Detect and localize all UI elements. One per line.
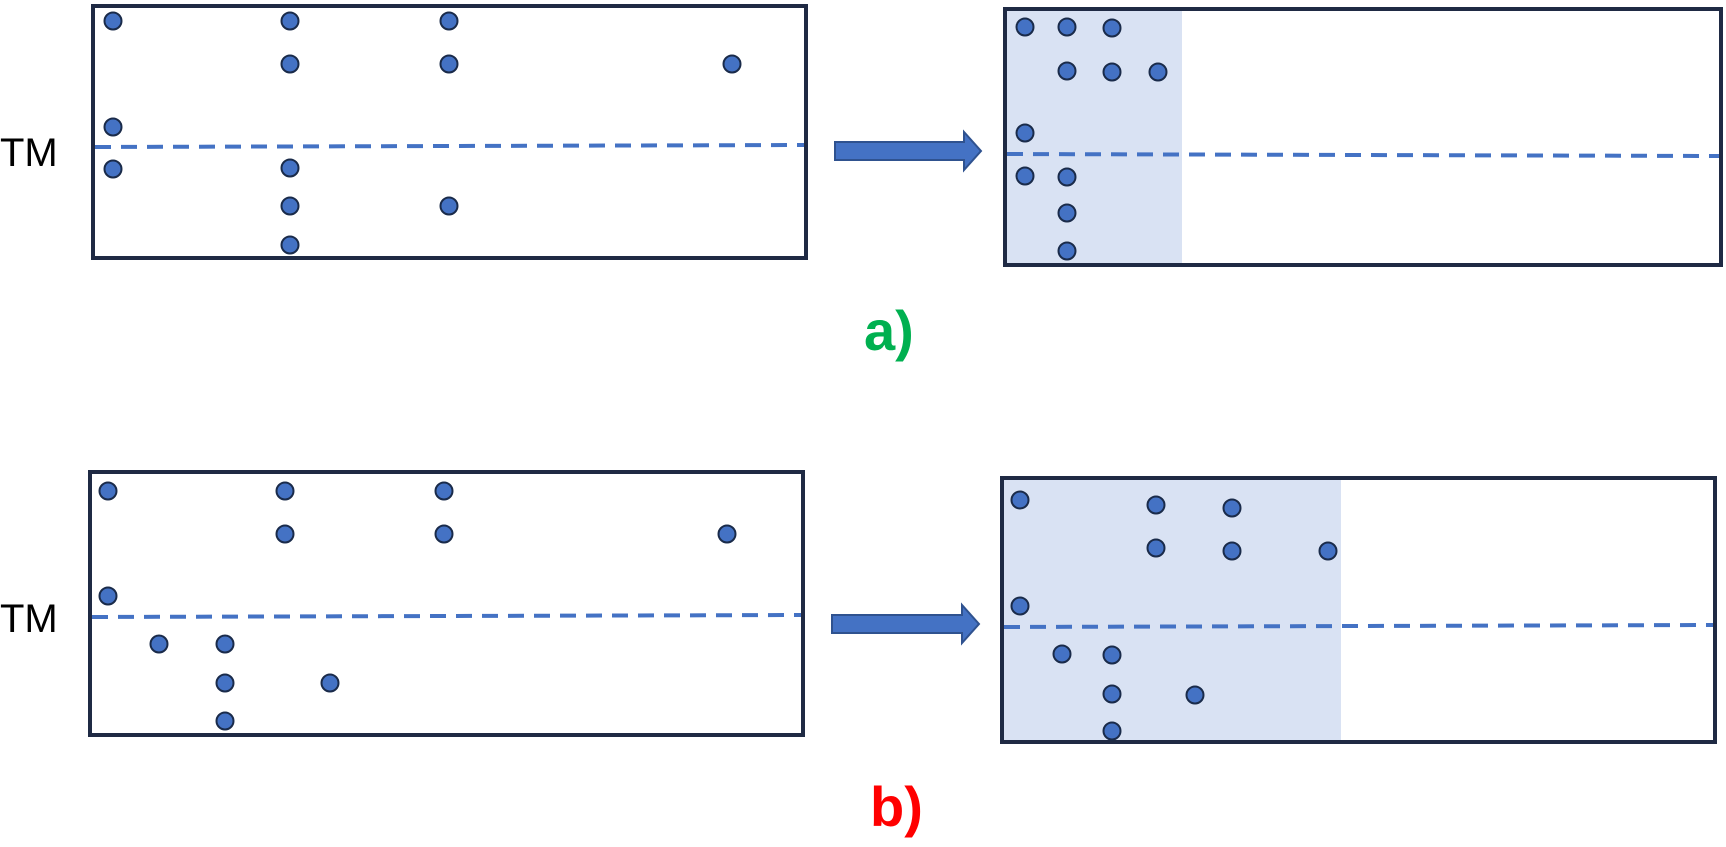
dot (98, 481, 118, 501)
dot (1222, 541, 1242, 561)
panel-b-caption: b) (870, 775, 923, 838)
dot (717, 524, 737, 544)
panel-b-before-frame (88, 470, 805, 737)
panel-b-before-dots (98, 481, 737, 731)
dot (1057, 17, 1077, 37)
panel-a-before-dots (103, 11, 742, 255)
dot (215, 634, 235, 654)
panel-a-after-frame (1003, 7, 1723, 267)
dot (1102, 684, 1122, 704)
dot (280, 235, 300, 255)
dot (1010, 490, 1030, 510)
panel-b-before-box (88, 470, 805, 737)
dot (215, 711, 235, 731)
dot (280, 196, 300, 216)
dot (1148, 62, 1168, 82)
dot (103, 11, 123, 31)
panel-a-after-box (1003, 7, 1723, 267)
dot (439, 11, 459, 31)
dot (434, 481, 454, 501)
dot (1052, 644, 1072, 664)
dot (103, 117, 123, 137)
dot (1146, 538, 1166, 558)
dot (275, 481, 295, 501)
panel-b-before-tm-line (91, 613, 802, 619)
panel-a-tm-label: TM (0, 131, 58, 175)
dot (1318, 541, 1338, 561)
dot (434, 524, 454, 544)
panel-a-after-shaded-region (1006, 10, 1182, 264)
dot (439, 196, 459, 216)
dot (1102, 62, 1122, 82)
panel-b: TM (0, 470, 1717, 838)
dot (1102, 721, 1122, 741)
dot (1015, 166, 1035, 186)
right-arrow-icon (831, 602, 981, 646)
dot (1057, 167, 1077, 187)
right-arrow-icon (834, 129, 983, 173)
dot (275, 524, 295, 544)
panel-b-after-frame (1000, 476, 1717, 744)
panel-a-caption: a) (864, 299, 914, 362)
dot (722, 54, 742, 74)
dot (1102, 645, 1122, 665)
panel-a-before-tm-line (94, 143, 805, 149)
dot (103, 159, 123, 179)
dot (280, 54, 300, 74)
dot (1057, 203, 1077, 223)
panel-b-after-box (1000, 476, 1717, 744)
panel-b-after-shaded-region (1003, 479, 1341, 741)
dot (320, 673, 340, 693)
panel-a-before-box (91, 4, 808, 260)
panel-a-after-dots (1015, 17, 1168, 261)
panel-b-after-tm-line (1003, 623, 1714, 629)
dot (149, 634, 169, 654)
dot (1222, 498, 1242, 518)
dot (1057, 61, 1077, 81)
panel-a-after-tm-line (1006, 152, 1720, 158)
dot (1146, 495, 1166, 515)
dot (1010, 596, 1030, 616)
dot (1057, 241, 1077, 261)
panel-a: TM (0, 4, 1723, 362)
dot (1185, 685, 1205, 705)
dot (280, 158, 300, 178)
panel-a-before-frame (91, 4, 808, 260)
panel-b-tm-label: TM (0, 597, 58, 641)
dot (439, 54, 459, 74)
dot (1015, 123, 1035, 143)
panel-b-after-dots (1010, 490, 1338, 741)
dot (1102, 18, 1122, 38)
dot (98, 586, 118, 606)
dot (215, 673, 235, 693)
dot (280, 11, 300, 31)
dot (1015, 17, 1035, 37)
